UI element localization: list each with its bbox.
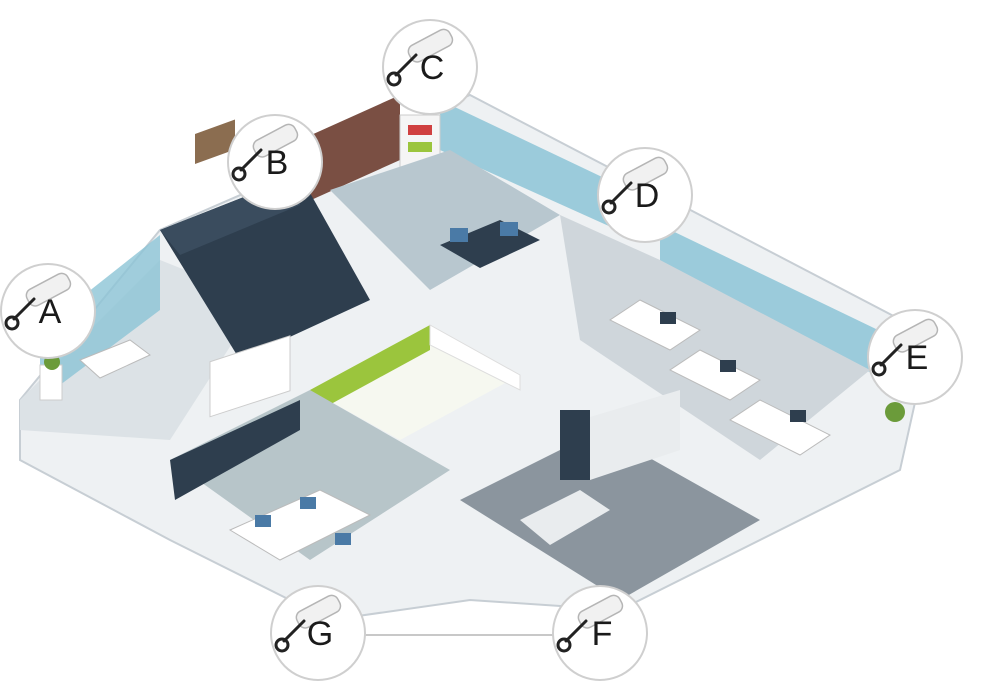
desk-a <box>79 339 151 379</box>
open-office-desks <box>609 299 831 456</box>
presentation-screen <box>209 335 291 418</box>
access-point-g[interactable]: G <box>270 585 366 681</box>
room-f-floor <box>460 430 760 600</box>
access-point-label: G <box>307 615 333 653</box>
access-point-d[interactable]: D <box>597 147 693 243</box>
access-point-label: F <box>592 615 613 653</box>
access-point-b[interactable]: B <box>227 114 323 210</box>
access-point-label: E <box>906 339 929 377</box>
access-point-label: B <box>266 144 289 182</box>
glass-wall-right <box>660 225 930 400</box>
wifi-access-point-icon <box>4 272 72 331</box>
wifi-access-point-icon <box>274 594 342 653</box>
building-base <box>19 93 932 622</box>
glass-wall-left <box>40 235 160 400</box>
room-c-floor <box>330 150 560 290</box>
wifi-access-point-icon <box>601 156 669 215</box>
bookshelf-f <box>560 410 590 480</box>
access-point-label: C <box>420 49 445 87</box>
glass-wall-back <box>440 100 640 240</box>
access-point-a[interactable]: A <box>0 263 96 359</box>
access-point-e[interactable]: E <box>867 309 963 405</box>
access-point-label: D <box>635 177 660 215</box>
reception-desk <box>520 490 610 545</box>
wifi-access-point-icon <box>556 594 624 653</box>
access-points: A B C D E F G <box>0 19 963 681</box>
access-point-f[interactable]: F <box>552 585 648 681</box>
corkboard <box>195 119 235 165</box>
access-point-c[interactable]: C <box>382 19 478 115</box>
plant-e <box>885 402 905 422</box>
wifi-access-point-icon <box>386 28 454 87</box>
access-point-label: A <box>39 293 62 331</box>
wifi-access-point-icon <box>231 123 299 182</box>
brick-wall <box>300 95 400 205</box>
room-d-floor <box>560 215 870 460</box>
desk-g <box>228 489 372 561</box>
wifi-access-point-icon <box>871 318 939 377</box>
